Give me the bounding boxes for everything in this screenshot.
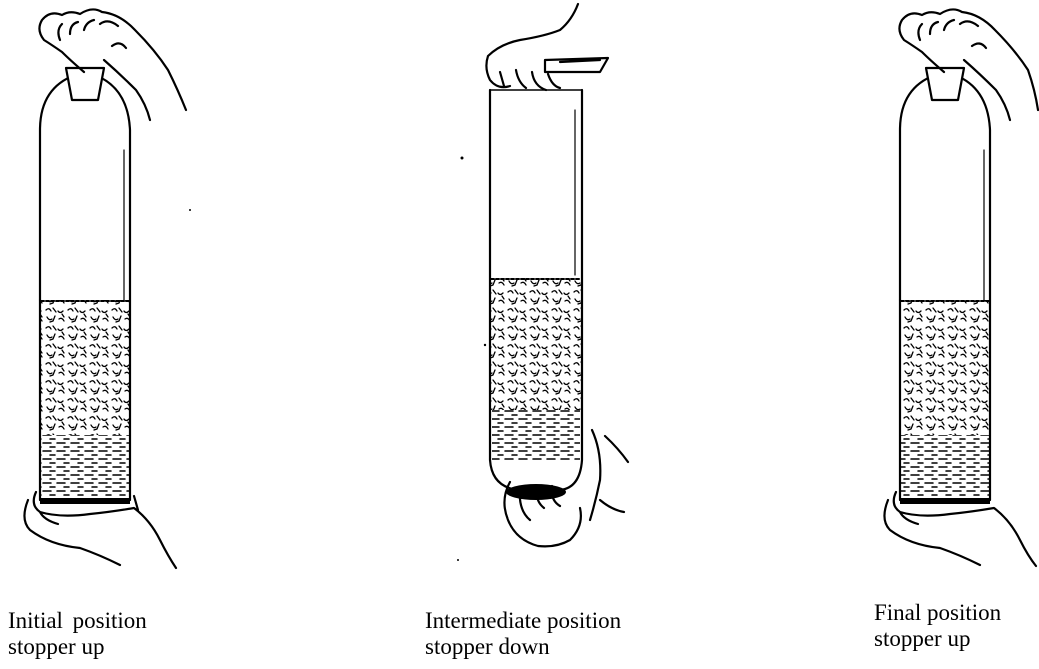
caption-intermediate: Intermediate position stopper down — [425, 608, 621, 660]
position-label: Initial position — [8, 608, 147, 634]
liquid-layer — [41, 435, 129, 500]
upper-hand — [39, 9, 186, 120]
settled-solids — [901, 300, 989, 435]
upper-hand — [486, 4, 608, 90]
liquid-layer — [492, 410, 580, 460]
stopper-label: stopper down — [425, 634, 621, 660]
speck — [461, 157, 464, 160]
panel-final — [884, 9, 1038, 566]
settled-solids — [491, 278, 581, 410]
stopper-label: stopper up — [874, 626, 1001, 652]
panel-initial — [24, 9, 186, 568]
stopper — [66, 68, 104, 100]
upper-hand — [899, 9, 1038, 120]
liquid-layer — [901, 435, 989, 500]
settled-solids — [41, 300, 129, 435]
caption-initial: Initial position stopper up — [8, 608, 147, 660]
speck — [457, 559, 459, 561]
panel-intermediate — [486, 4, 628, 546]
speck — [484, 344, 486, 346]
speck — [189, 209, 191, 211]
stopper — [926, 68, 964, 100]
stopper-label: stopper up — [8, 634, 147, 660]
caption-final: Final position stopper up — [874, 600, 1001, 652]
position-label: Final position — [874, 600, 1001, 626]
position-label: Intermediate position — [425, 608, 621, 634]
